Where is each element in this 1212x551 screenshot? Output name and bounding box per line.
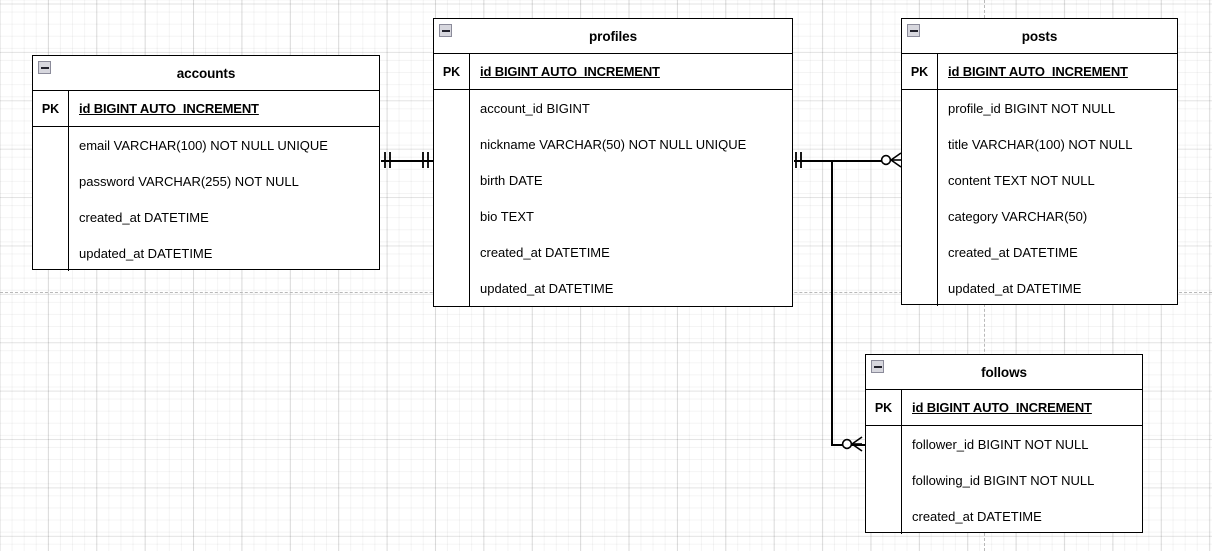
entity-profiles-attr-key-5 (434, 270, 470, 306)
cardinality-one-profiles-right-side (792, 149, 806, 171)
entity-profiles-header: profiles (434, 19, 792, 54)
table-row[interactable]: nickname VARCHAR(50) NOT NULL UNIQUE (434, 126, 792, 162)
entity-follows-attr-key-2 (866, 498, 902, 534)
entity-posts-header: posts (902, 19, 1177, 54)
entity-profiles-pk-value: id BIGINT AUTO_INCREMENT (480, 64, 660, 79)
entity-posts-pk-key: PK (902, 54, 938, 89)
entity-accounts-attr-key-2 (33, 199, 69, 235)
entity-posts-attr-key-5 (902, 270, 938, 306)
table-row[interactable]: category VARCHAR(50) (902, 198, 1177, 234)
entity-follows-pk-row[interactable]: PK id BIGINT AUTO_INCREMENT (866, 390, 1142, 426)
entity-accounts-attr-key-3 (33, 235, 69, 271)
table-row[interactable]: created_at DATETIME (866, 498, 1142, 534)
entity-posts-title: posts (1021, 28, 1058, 44)
table-row[interactable]: following_id BIGINT NOT NULL (866, 462, 1142, 498)
entity-posts-pk-value: id BIGINT AUTO_INCREMENT (948, 64, 1128, 79)
minus-icon[interactable] (439, 24, 452, 37)
entity-profiles-attr-key-3 (434, 198, 470, 234)
entity-posts-attr-key-2 (902, 162, 938, 198)
entity-posts-attr-key-0 (902, 90, 938, 126)
entity-posts-attr-key-4 (902, 234, 938, 270)
entity-posts-attr-3: category VARCHAR(50) (948, 208, 1088, 224)
table-row[interactable]: created_at DATETIME (902, 234, 1177, 270)
table-row[interactable]: email VARCHAR(100) NOT NULL UNIQUE (33, 127, 379, 163)
entity-profiles-pk-key: PK (434, 54, 470, 89)
table-row[interactable]: profile_id BIGINT NOT NULL (902, 90, 1177, 126)
entity-follows-attr-0: follower_id BIGINT NOT NULL (912, 436, 1089, 452)
entity-follows-attr-1: following_id BIGINT NOT NULL (912, 472, 1095, 488)
entity-accounts-attr-2: created_at DATETIME (79, 209, 209, 225)
entity-follows-attr-key-1 (866, 462, 902, 498)
entity-accounts-attr-key-0 (33, 127, 69, 163)
table-row[interactable]: content TEXT NOT NULL (902, 162, 1177, 198)
table-row[interactable]: password VARCHAR(255) NOT NULL (33, 163, 379, 199)
entity-profiles-attr-key-0 (434, 90, 470, 126)
entity-accounts-pk-row[interactable]: PK id BIGINT AUTO_INCREMENT (33, 91, 379, 127)
entity-profiles-attr-key-1 (434, 126, 470, 162)
entity-follows-attr-key-0 (866, 426, 902, 462)
entity-follows-pk-value: id BIGINT AUTO_INCREMENT (912, 400, 1092, 415)
minus-icon[interactable] (38, 61, 51, 74)
entity-follows-header: follows (866, 355, 1142, 390)
entity-accounts-title: accounts (176, 65, 236, 81)
entity-follows-pk-key: PK (866, 390, 902, 425)
entity-profiles-attr-key-4 (434, 234, 470, 270)
table-row[interactable]: updated_at DATETIME (33, 235, 379, 271)
minus-icon[interactable] (907, 24, 920, 37)
entity-profiles-attr-3: bio TEXT (480, 208, 534, 224)
cardinality-zero-or-many-posts-side (880, 148, 906, 172)
entity-accounts-attr-key-1 (33, 163, 69, 199)
relationship-profiles-follows-vertical[interactable] (831, 160, 833, 445)
table-row[interactable]: follower_id BIGINT NOT NULL (866, 426, 1142, 462)
entity-posts-attr-0: profile_id BIGINT NOT NULL (948, 100, 1116, 116)
table-row[interactable]: created_at DATETIME (434, 234, 792, 270)
table-row[interactable]: updated_at DATETIME (902, 270, 1177, 306)
relationship-accounts-profiles[interactable] (381, 160, 433, 162)
entity-posts-attr-5: updated_at DATETIME (948, 280, 1082, 296)
entity-profiles-pk-row[interactable]: PK id BIGINT AUTO_INCREMENT (434, 54, 792, 90)
entity-posts-attr-1: title VARCHAR(100) NOT NULL (948, 136, 1133, 152)
entity-posts-attr-2: content TEXT NOT NULL (948, 172, 1095, 188)
relationship-profiles-posts[interactable] (794, 160, 885, 162)
table-row[interactable]: updated_at DATETIME (434, 270, 792, 306)
entity-profiles-attr-5: updated_at DATETIME (480, 280, 614, 296)
entity-accounts-attr-3: updated_at DATETIME (79, 245, 213, 261)
table-row[interactable]: bio TEXT (434, 198, 792, 234)
entity-follows-attr-2: created_at DATETIME (912, 508, 1042, 524)
entity-accounts[interactable]: accounts PK id BIGINT AUTO_INCREMENT ema… (32, 55, 380, 271)
minus-icon[interactable] (871, 360, 884, 373)
entity-profiles-attr-4: created_at DATETIME (480, 244, 610, 260)
table-row[interactable]: created_at DATETIME (33, 199, 379, 235)
entity-profiles-attr-2: birth DATE (480, 172, 543, 188)
entity-accounts-attr-0: email VARCHAR(100) NOT NULL UNIQUE (79, 137, 328, 153)
entity-profiles-attr-1: nickname VARCHAR(50) NOT NULL UNIQUE (480, 136, 747, 152)
cardinality-one-profiles-left-side (419, 149, 433, 171)
entity-posts-attr-key-3 (902, 198, 938, 234)
table-row[interactable]: account_id BIGINT (434, 90, 792, 126)
entity-profiles-attr-key-2 (434, 162, 470, 198)
entity-profiles-attr-0: account_id BIGINT (480, 100, 590, 116)
entity-accounts-header: accounts (33, 56, 379, 91)
entity-accounts-pk-value: id BIGINT AUTO_INCREMENT (79, 101, 259, 116)
entity-profiles-title: profiles (589, 28, 637, 44)
entity-posts-attr-key-1 (902, 126, 938, 162)
entity-posts[interactable]: posts PK id BIGINT AUTO_INCREMENT profil… (901, 18, 1178, 306)
entity-posts-pk-row[interactable]: PK id BIGINT AUTO_INCREMENT (902, 54, 1177, 90)
table-row[interactable]: title VARCHAR(100) NOT NULL (902, 126, 1177, 162)
entity-follows[interactable]: follows PK id BIGINT AUTO_INCREMENT foll… (865, 354, 1143, 534)
table-row[interactable]: birth DATE (434, 162, 792, 198)
entity-follows-title: follows (981, 364, 1027, 380)
entity-accounts-attr-1: password VARCHAR(255) NOT NULL (79, 173, 299, 189)
entity-profiles[interactable]: profiles PK id BIGINT AUTO_INCREMENT acc… (433, 18, 793, 307)
entity-posts-attr-4: created_at DATETIME (948, 244, 1078, 260)
cardinality-zero-or-many-follows-side (841, 432, 867, 456)
entity-accounts-pk-key: PK (33, 91, 69, 126)
cardinality-one-accounts-side (381, 149, 395, 171)
